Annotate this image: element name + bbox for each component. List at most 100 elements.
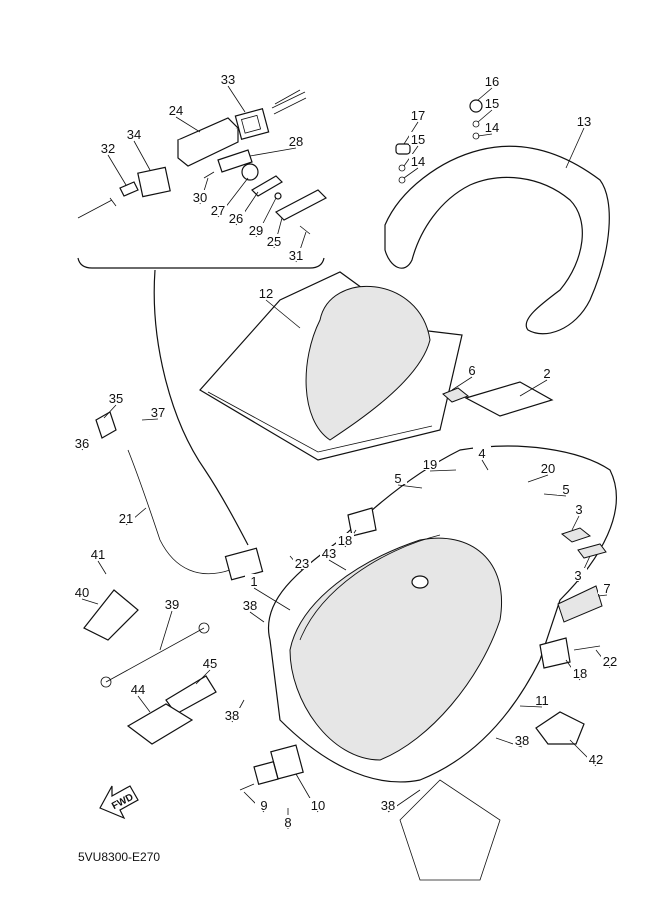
connector-housing-24: [177, 117, 240, 167]
callout-bg: [129, 682, 147, 695]
callout-3: 3: [574, 568, 581, 583]
callout-36: 36: [75, 436, 89, 451]
callout-bg: [389, 471, 407, 484]
callout-bg: [409, 108, 427, 121]
leader-line: [397, 484, 423, 489]
callout-bg: [223, 708, 241, 721]
screw-31: [299, 225, 311, 235]
callout-bg: [409, 132, 427, 145]
leader-line: [571, 515, 580, 531]
cover-34: [137, 166, 171, 198]
callout-bg: [163, 597, 181, 610]
callout-bg: [255, 798, 273, 811]
callout-bg: [247, 223, 265, 236]
connector-33: [234, 89, 307, 140]
leader-line: [249, 611, 265, 623]
callout-bg: [279, 815, 297, 828]
callout-18: 18: [573, 666, 587, 681]
callout-bg: [379, 798, 397, 811]
callout-41: 41: [91, 547, 105, 562]
callout-38: 38: [381, 798, 395, 813]
callout-37: 37: [151, 405, 165, 420]
leader-line: [527, 474, 549, 483]
callout-bg: [167, 103, 185, 116]
callout-bg: [539, 461, 557, 474]
washer-14b: [398, 176, 406, 184]
callout-35: 35: [109, 391, 123, 406]
callout-20: 20: [541, 461, 555, 476]
callout-24: 24: [169, 103, 183, 118]
callout-5: 5: [562, 482, 569, 497]
callout-bg: [293, 556, 311, 569]
gasket-25: [274, 189, 328, 221]
fwd-arrow: FWD: [99, 785, 139, 820]
callout-bg: [570, 502, 588, 515]
callout-29: 29: [249, 223, 263, 238]
callout-4: 4: [478, 446, 485, 461]
leader-line: [519, 705, 543, 708]
callout-bg: [227, 211, 245, 224]
wire-end-2: [198, 622, 210, 634]
holder-28: [217, 149, 253, 173]
leader-line: [141, 418, 159, 421]
callout-19: 19: [423, 457, 437, 472]
leader-line: [195, 669, 211, 685]
callout-33: 33: [221, 72, 235, 87]
callout-25: 25: [267, 234, 281, 249]
callout-bg: [598, 581, 616, 594]
leader-line: [103, 404, 117, 419]
callout-bg: [73, 585, 91, 598]
callout-42: 42: [589, 752, 603, 767]
leader-line: [97, 560, 107, 575]
wire-21: [127, 449, 231, 574]
callout-bg: [538, 366, 556, 379]
callout-23: 23: [295, 556, 309, 571]
callout-6: 6: [468, 363, 475, 378]
lamp-8: [253, 760, 279, 786]
grommet-27: [241, 163, 259, 181]
sheet-2: [464, 381, 554, 417]
callout-bg: [265, 234, 283, 247]
callout-bg: [571, 666, 589, 679]
callout-16: 16: [485, 74, 499, 89]
leader-line: [265, 299, 301, 329]
callout-bg: [483, 120, 501, 133]
callout-31: 31: [289, 248, 303, 263]
cable-22: [573, 645, 601, 651]
callout-40: 40: [75, 585, 89, 600]
rubber-42: [535, 711, 585, 745]
cap-16: [469, 99, 483, 113]
callout-bg: [336, 533, 354, 546]
callout-5: 5: [394, 471, 401, 486]
bulb-9: [239, 783, 255, 791]
leader-line: [481, 459, 489, 471]
leader-line: [519, 379, 548, 397]
callout-bg: [241, 598, 259, 611]
callout-3: 3: [575, 502, 582, 517]
callout-bg: [245, 574, 263, 587]
callout-38: 38: [243, 598, 257, 613]
callout-14: 14: [485, 120, 499, 135]
callout-bg: [209, 203, 227, 216]
callout-30: 30: [193, 190, 207, 205]
callout-12: 12: [259, 286, 273, 301]
pad-3a: [560, 527, 592, 543]
callout-bg: [287, 134, 305, 147]
callout-bg: [320, 546, 338, 559]
callout-bg: [191, 190, 209, 203]
callout-bg: [483, 96, 501, 109]
drawing-code: 5VU8300-E270: [78, 850, 160, 864]
bolt-15: [472, 120, 480, 128]
callout-15: 15: [485, 96, 499, 111]
screw-29: [274, 192, 282, 200]
leader-line: [107, 154, 127, 186]
leader-line: [175, 116, 201, 133]
seat-lock-18a: [347, 507, 377, 537]
wire-end: [100, 676, 112, 688]
switch-35: [95, 411, 117, 439]
assembly-bracket: [77, 257, 325, 269]
leader-line: [477, 109, 493, 123]
wire-39: [105, 627, 205, 683]
spring-30: [203, 171, 215, 179]
callout-bg: [473, 446, 491, 459]
